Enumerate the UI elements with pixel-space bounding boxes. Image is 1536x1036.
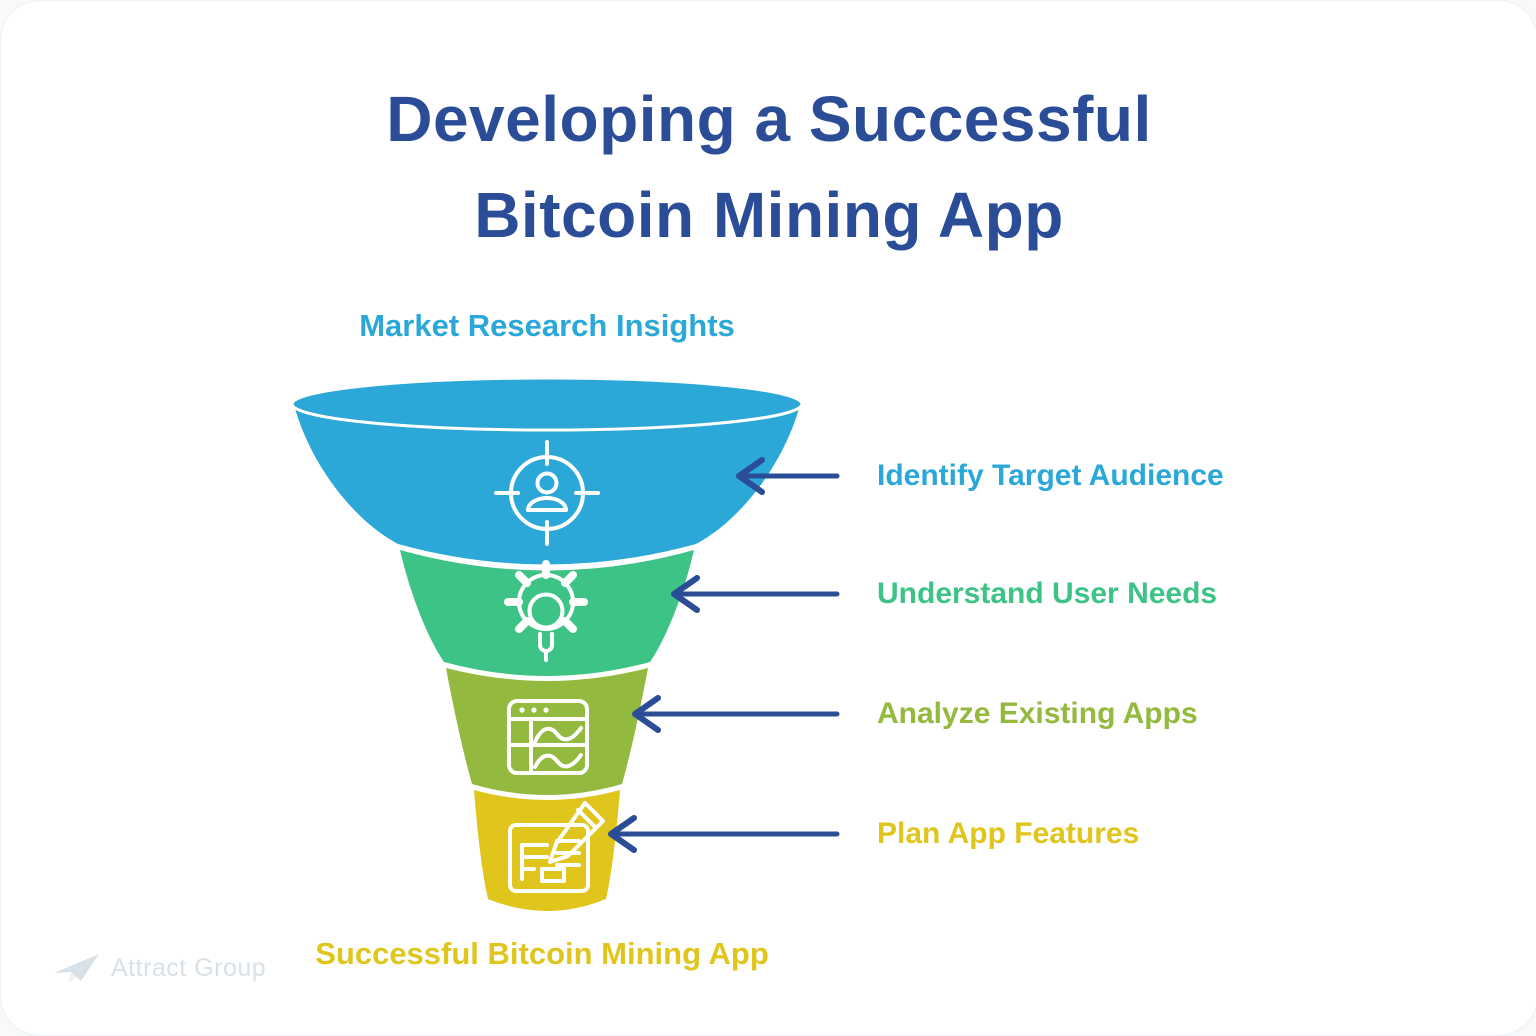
arrow-plan [608, 815, 840, 853]
page-title-line1: Developing a Successful [386, 83, 1152, 155]
brand-logo: Attract Group [53, 949, 266, 987]
funnel-mouth-ellipse [290, 376, 804, 432]
funnel-bottom-label: Successful Bitcoin Mining App [315, 936, 769, 971]
arrow-identify [736, 457, 840, 495]
target-audience-icon [494, 440, 600, 546]
brand-logo-text: Attract Group [111, 953, 267, 982]
page-title: Developing a Successful Bitcoin Mining A… [1, 71, 1536, 263]
stage-label-understand: Understand User Needs [877, 577, 1218, 610]
funnel-stage-2-shape [400, 550, 694, 676]
analytics-window-icon [507, 699, 589, 775]
stage-label-plan: Plan App Features [877, 817, 1140, 850]
funnel-stage-analyze [446, 668, 648, 795]
paper-plane-icon [54, 954, 99, 983]
stage-label-identify: Identify Target Audience [877, 459, 1224, 492]
funnel-stage-plan [474, 790, 620, 911]
page-title-line2: Bitcoin Mining App [474, 179, 1064, 251]
arrow-understand [671, 575, 840, 613]
stage-arrows [608, 457, 840, 853]
funnel-stage-identify [290, 376, 804, 565]
arrow-analyze [632, 695, 840, 733]
gear-lightbulb-icon [504, 560, 588, 662]
funnel-stage-3-shape [446, 668, 648, 795]
funnel-stage-understand [400, 550, 694, 676]
funnel-stage-1-shape [294, 405, 800, 565]
stage-label-analyze: Analyze Existing Apps [877, 697, 1198, 730]
document-pencil-icon [508, 801, 605, 893]
funnel-top-label: Market Research Insights [359, 308, 735, 343]
